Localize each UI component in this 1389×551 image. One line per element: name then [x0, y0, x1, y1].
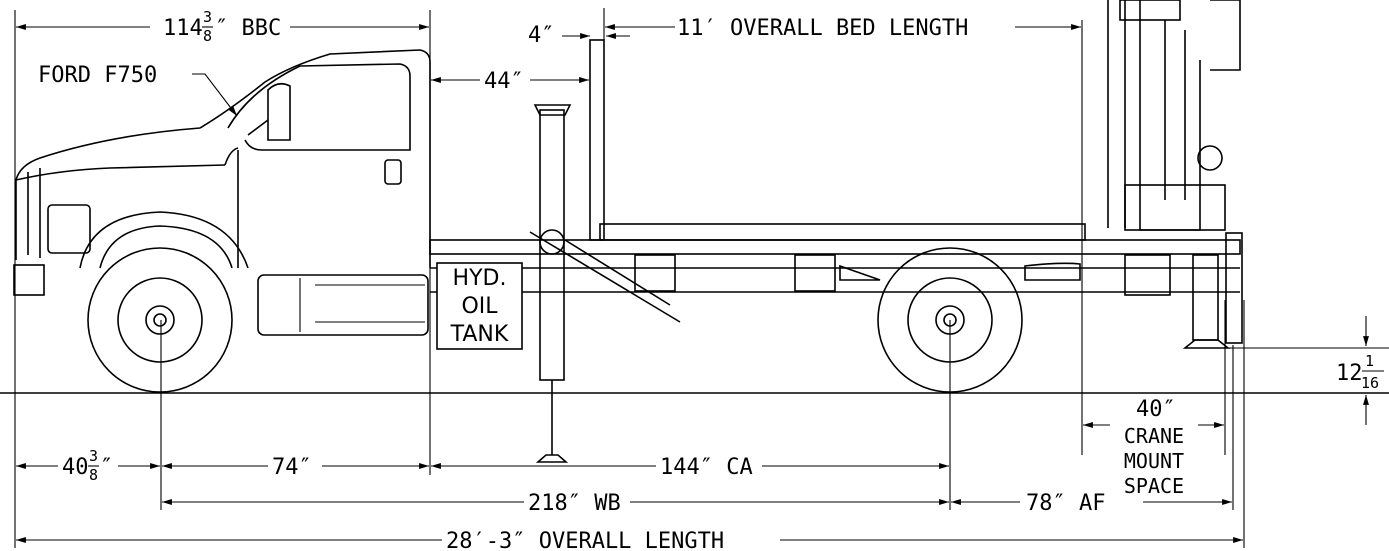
- axle-to-cab-label: 74″: [272, 455, 312, 480]
- crane-mount-line2: MOUNT: [1124, 449, 1184, 473]
- tank-label-line2: OIL: [461, 294, 498, 319]
- front-overhang-numerator: 3: [89, 447, 98, 465]
- dim-cab-to-axle: 144″ CA: [431, 455, 949, 480]
- bbc-numerator: 3: [203, 8, 212, 26]
- dim-overall-length: 28′-3″ OVERALL LENGTH: [15, 529, 1243, 551]
- bbc-whole: 114: [163, 16, 203, 41]
- crane: [1107, 0, 1243, 349]
- dim-wheelbase: 218″ WB: [162, 491, 949, 516]
- dim-bed-gap: 4″: [528, 23, 630, 48]
- dim-front-overhang: 40 3 8 ″: [15, 447, 160, 484]
- crane-mount-line1: CRANE: [1124, 424, 1184, 448]
- tank-label-line3: TANK: [450, 322, 509, 347]
- crane-mount-width: 40″: [1136, 397, 1176, 422]
- front-wheel: [87, 247, 233, 393]
- truck-model-label: FORD F750: [38, 63, 157, 88]
- flatbed: [589, 20, 1086, 241]
- truck-frame: [429, 239, 1241, 293]
- bbc-denominator: 8: [203, 27, 212, 45]
- bed-length-label: 11′ OVERALL BED LENGTH: [677, 16, 968, 41]
- dim-cab-to-bed: 44″: [431, 69, 589, 94]
- ground-clear-denominator: 16: [1361, 374, 1379, 392]
- dim-after-frame: 78″ AF: [951, 491, 1232, 516]
- wheelbase-label: 218″ WB: [528, 491, 621, 516]
- cab-to-bed-label: 44″: [484, 69, 524, 94]
- bed-gap-label: 4″: [528, 23, 555, 48]
- dim-crane-mount: 40″ CRANE MOUNT SPACE: [1083, 397, 1224, 498]
- front-overhang-denominator: 8: [89, 466, 98, 484]
- hyd-oil-tank: HYD. OIL TANK: [436, 262, 523, 350]
- overall-length-label: 28′-3″ OVERALL LENGTH: [446, 529, 724, 551]
- crane-mount-line3: SPACE: [1124, 474, 1184, 498]
- truck-cab: [13, 49, 431, 336]
- ground-clear-numerator: 1: [1365, 352, 1374, 370]
- dim-bbc: 114 3 8 ″ BBC: [15, 8, 429, 45]
- front-overhang-suffix: ″: [100, 455, 113, 480]
- cab-to-axle-label: 144″ CA: [660, 455, 753, 480]
- bbc-suffix: ″ BBC: [215, 16, 281, 41]
- dim-bed-length: 11′ OVERALL BED LENGTH: [605, 16, 1081, 41]
- extension-lines: [14, 8, 1389, 548]
- dim-ground-clearance: 12 1 16: [1336, 316, 1384, 425]
- ground-clear-whole: 12: [1336, 361, 1363, 386]
- truck-model-callout: FORD F750: [38, 63, 238, 117]
- after-frame-label: 78″ AF: [1026, 491, 1105, 516]
- front-stabilizer: [529, 104, 681, 463]
- dim-axle-to-cab: 74″: [162, 455, 429, 480]
- tank-label-line1: HYD.: [453, 266, 507, 291]
- front-overhang-whole: 40: [62, 455, 89, 480]
